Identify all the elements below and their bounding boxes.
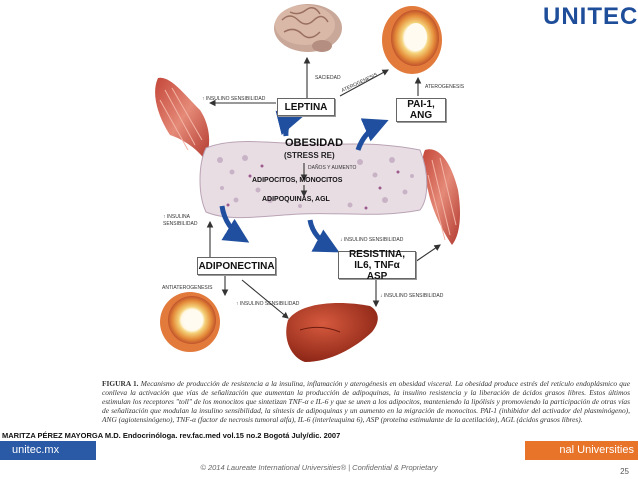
adipose-tissue-band — [199, 141, 428, 219]
artery-illustration-top — [382, 6, 442, 74]
page-number: 25 — [620, 467, 629, 476]
insulino-sensibilidad-top: ↑ INSULINO SENSIBILIDAD — [202, 96, 266, 102]
muscle-illustration-left — [155, 77, 210, 160]
blue-curved-arrows — [219, 110, 389, 253]
muscle-illustration-right — [422, 149, 460, 245]
footer-url-block: unitec.mx — [0, 441, 96, 460]
insulino-sensibilidad-right-mid: ↓ INSULINO SENSIBILIDAD — [340, 237, 404, 243]
pai-ang-box: PAI-1, ANG — [396, 98, 446, 122]
citation: MARITZA PÉREZ MAYORGA M.D. Endocrinóloga… — [2, 431, 341, 440]
adipoquinas-agl-label: ADIPOQUINAS, AGL — [262, 196, 330, 203]
unitec-logo: UNITEC® — [543, 3, 638, 30]
stress-re-label: (STRESS RE) — [284, 151, 335, 160]
obesidad-title: OBESIDAD — [285, 137, 344, 149]
aterogenesis-label-right: ATEROGENESIS — [425, 84, 465, 90]
adipose-cell-texture — [217, 155, 414, 208]
dano-label: DAÑOS Y AUMENTO — [308, 165, 357, 171]
antiaterogenesis-label: ANTIATEROGENESIS — [162, 285, 213, 291]
sensibilidad-label-left: SENSIBILIDAD — [163, 221, 198, 227]
saciedad-label: SACIEDAD — [315, 75, 341, 81]
figure-graphics — [155, 4, 460, 362]
legal-notice: © 2014 Laureate International Universiti… — [200, 463, 438, 472]
leptina-box: LEPTINA — [277, 98, 335, 116]
resistina-box: RESISTINA, IL6, TNFα ASP — [338, 249, 416, 282]
figure-caption: FIGURA 1. Mecanismo de producción de res… — [102, 379, 630, 424]
monocyte-dots — [226, 164, 400, 210]
brain-illustration — [274, 4, 342, 52]
insulina-label-left: ↑ INSULINA — [163, 214, 190, 220]
liver-illustration — [286, 302, 378, 362]
insulino-sensibilidad-bottom: ↑ INSULINO SENSIBILIDAD — [236, 301, 300, 307]
adiponectina-box: ADIPONECTINA — [197, 257, 276, 275]
footer-bar: unitec.mx nal Universities — [0, 441, 638, 460]
footer-network-text: nal Universities — [559, 444, 634, 456]
pathway-arrows — [206, 56, 441, 319]
artery-illustration-bottom — [160, 292, 220, 352]
obesity-mechanism-figure: LEPTINA PAI-1, ANG ADIPONECTINA RESISTIN… — [102, 4, 630, 424]
footer-url-link[interactable]: unitec.mx — [12, 444, 60, 456]
adipocitos-monocitos-label: ADIPOCITOS, MONOCITOS — [252, 177, 343, 184]
insulino-sensibilidad-right-low: ↓ INSULINO SENSIBILIDAD — [380, 293, 444, 299]
footer-network-block: nal Universities — [525, 441, 638, 460]
